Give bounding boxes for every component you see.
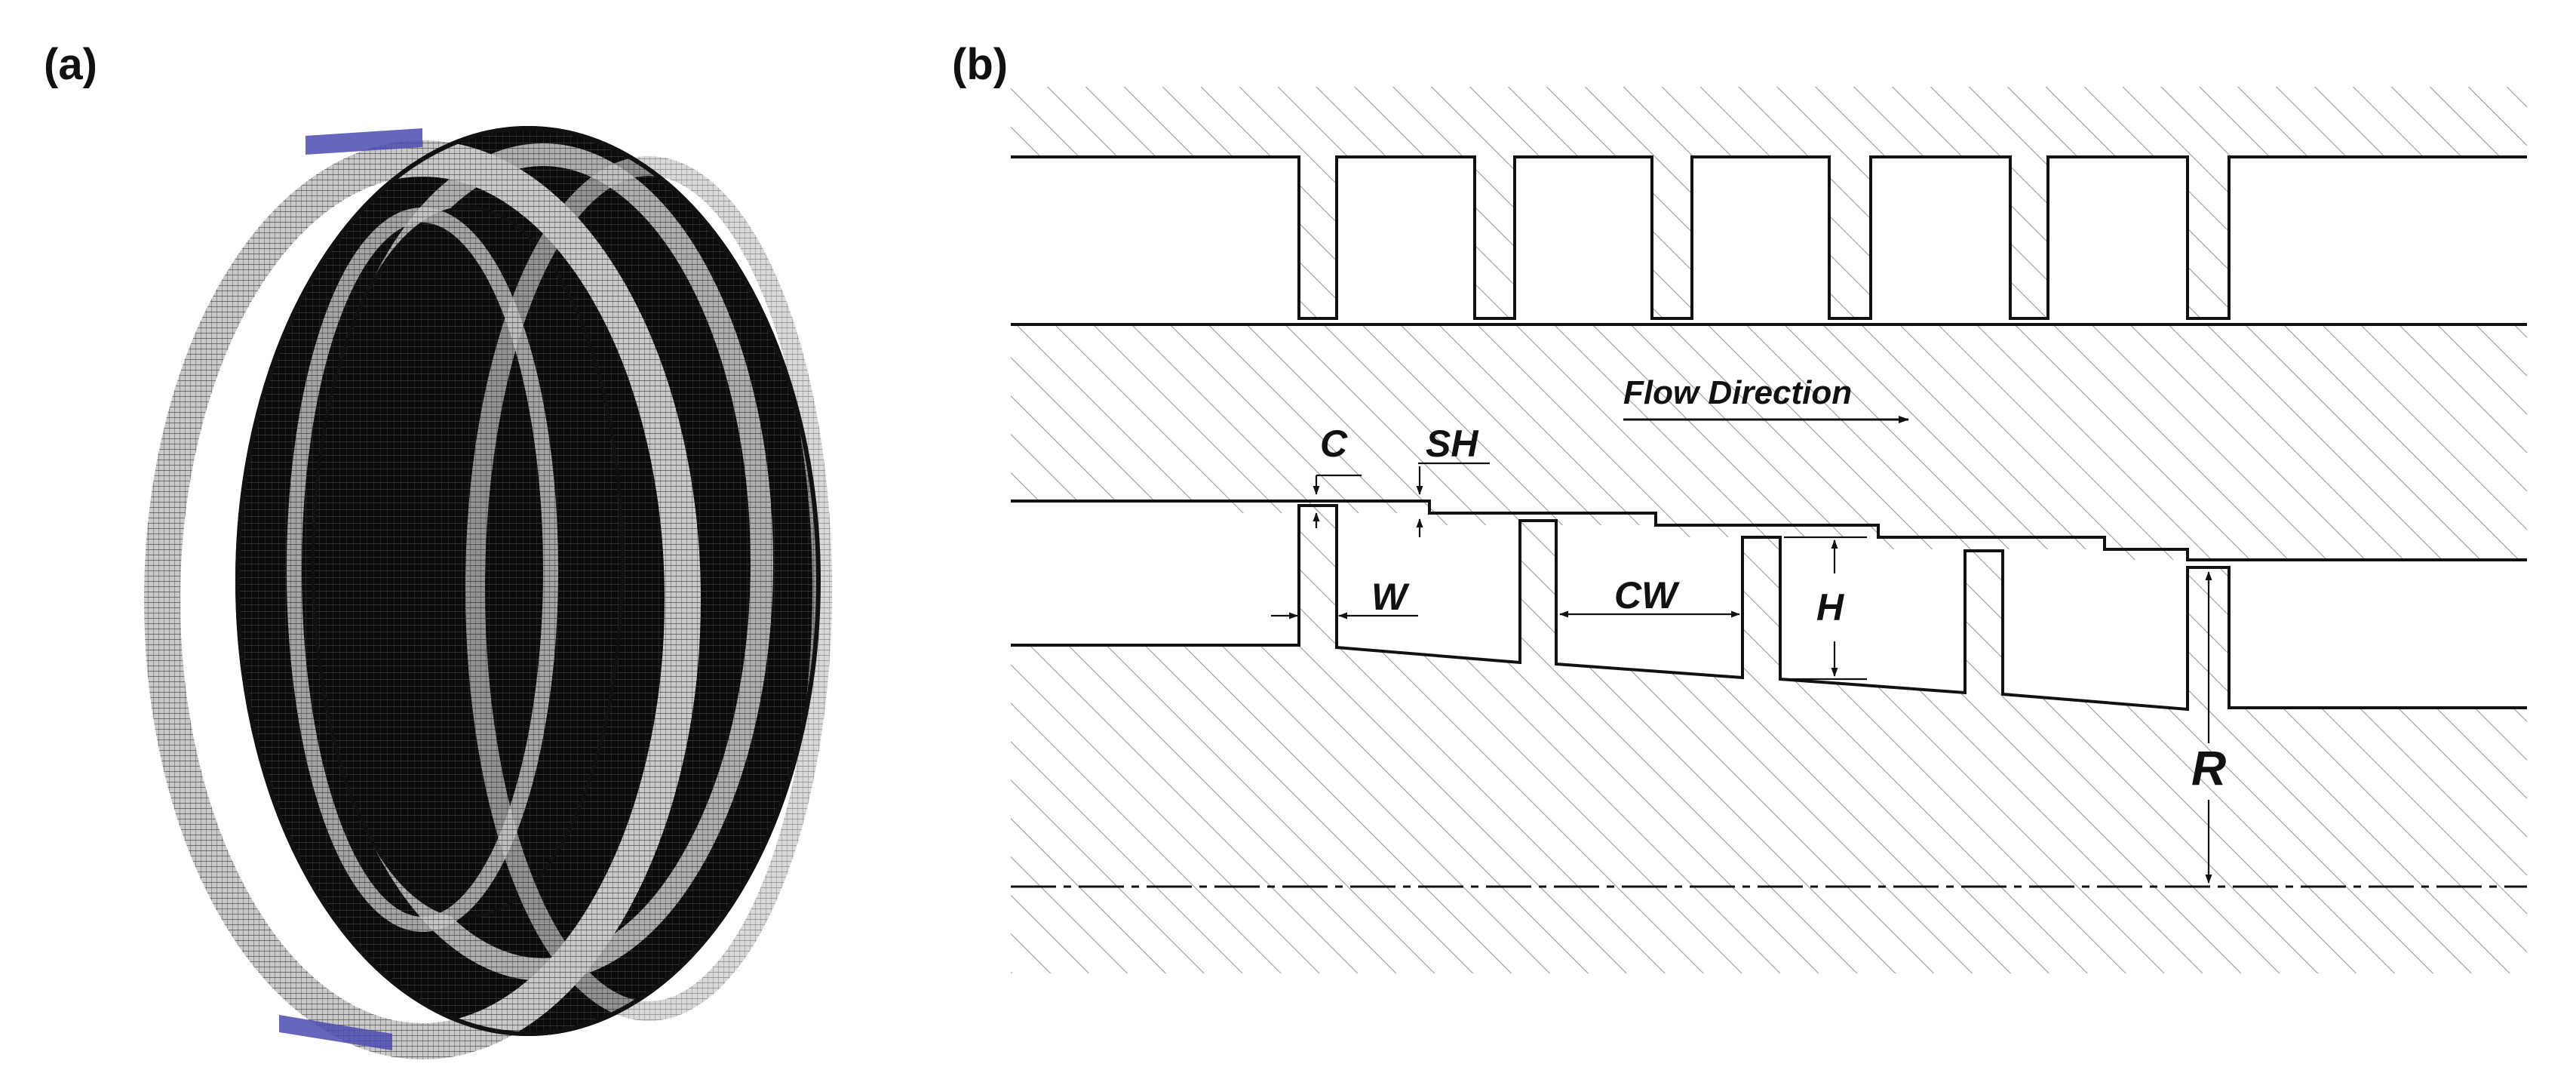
tooth-width-label: W (1371, 576, 1410, 618)
panel-b-label: (b) (952, 40, 1008, 89)
tooth-height-label: H (1816, 586, 1844, 629)
cavity-width-label: CW (1614, 574, 1680, 616)
seal-diagram: Flow Direction C SH W CW H (1011, 87, 2527, 973)
lower-hatched-rotor (1011, 506, 2527, 973)
stepped-stator-outline (1011, 500, 2527, 561)
clearance-dimension (1313, 474, 1362, 528)
radius-label: R (2191, 741, 2226, 795)
panel-a-label: (a) (44, 40, 97, 89)
meshed-ring (144, 126, 832, 1059)
clearance-label: C (1320, 423, 1348, 465)
flow-direction-label: Flow Direction (1623, 374, 1852, 411)
tooth-height-dimension (1784, 536, 1867, 681)
upper-hatched-stator (1011, 87, 2527, 318)
upper-stator-outline (1011, 155, 2527, 320)
rotor-outline (1011, 504, 2527, 712)
step-height-dimension (1416, 462, 1490, 537)
step-height-label: SH (1426, 423, 1478, 465)
